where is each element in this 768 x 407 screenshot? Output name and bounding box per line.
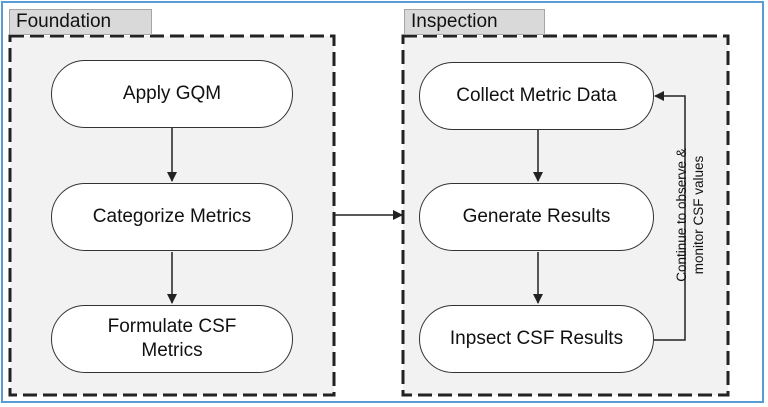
categorize-metrics-node: Categorize Metrics [51,183,293,251]
inspect-csf-results-node: Inpsect CSF Results [419,305,654,373]
loop-label-line-1: Continue to observe & [674,148,689,282]
feedback-loop-arrow [654,91,686,341]
formulate-csf-metrics-label: Formulate CSF Metrics [107,316,237,361]
loop-label-line-2: monitor CSF values [691,155,706,275]
inspection-title: Inspection [404,9,545,35]
formulate-csf-metrics-node: Formulate CSF Metrics [51,305,293,373]
inspect-csf-results-label: Inpsect CSF Results [449,328,624,349]
apply-gqm-node: Apply GQM [51,60,293,128]
generate-results-node: Generate Results [419,183,654,251]
foundation-title: Foundation [9,9,152,35]
generate-results-label: Generate Results [462,206,611,227]
collect-metric-data-label: Collect Metric Data [456,85,617,106]
categorize-metrics-label: Categorize Metrics [92,206,252,227]
collect-metric-data-node: Collect Metric Data [419,62,654,130]
apply-gqm-label: Apply GQM [122,83,222,104]
